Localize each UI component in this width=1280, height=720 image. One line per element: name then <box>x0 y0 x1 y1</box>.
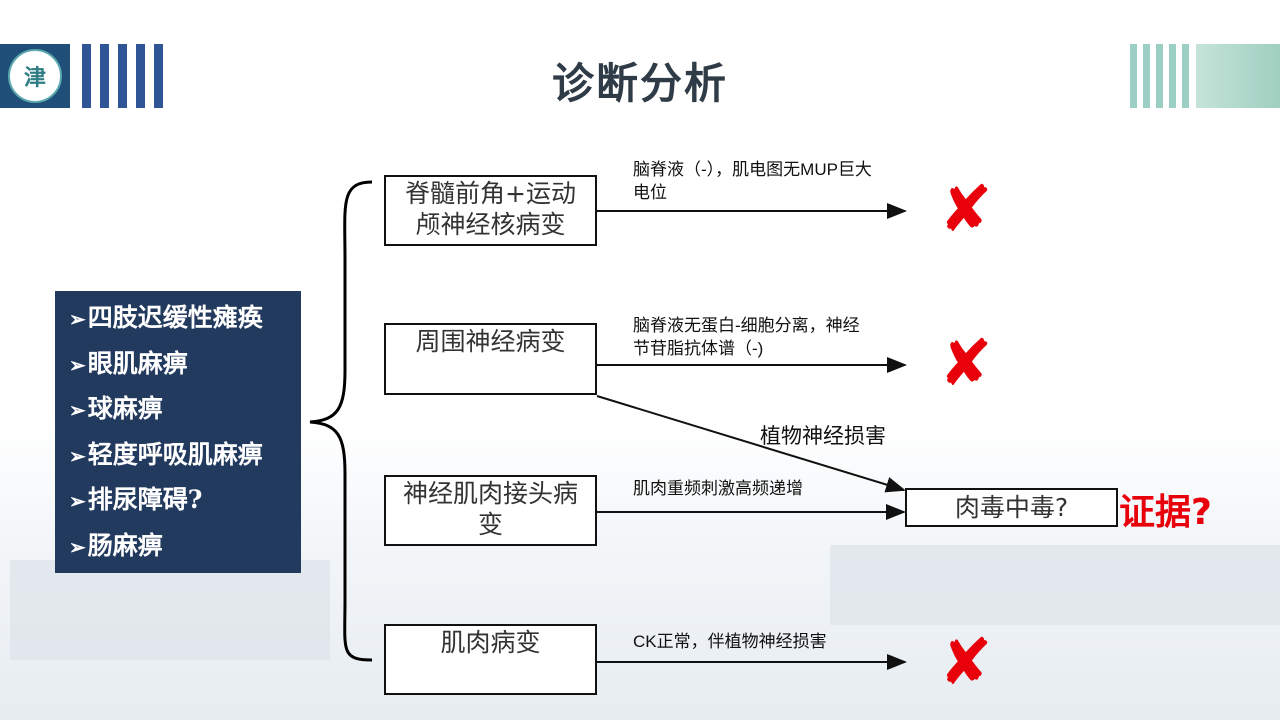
symptom-item: ➢排尿障碍? <box>69 485 203 514</box>
symptom-item: ➢四肢迟缓性瘫痪 <box>69 303 263 332</box>
header-stripe <box>82 44 91 108</box>
hospital-logo: 津 <box>0 44 70 108</box>
finding-note: 脑脊液（-），肌电图无MUP巨大电位 <box>633 160 872 202</box>
excluded-cross-icon: ✘ <box>939 327 993 401</box>
branch-label: 植物神经损害 <box>760 424 886 448</box>
bullet-arrow-icon: ➢ <box>69 534 86 559</box>
curly-brace <box>309 180 373 662</box>
category-box-peripheral: 周围神经病变 <box>384 323 597 395</box>
evidence-question: 证据? <box>1119 492 1212 533</box>
header-stripe <box>136 44 145 108</box>
header-stripe <box>100 44 109 108</box>
background-building <box>10 560 330 660</box>
bullet-arrow-icon: ➢ <box>69 489 86 513</box>
header-teal-block <box>1196 44 1280 108</box>
symptom-item: ➢肠麻痹 <box>69 530 163 560</box>
bullet-arrow-icon: ➢ <box>69 307 86 331</box>
conclusion-box: 肉毒中毒? <box>905 488 1118 527</box>
header-stripe <box>118 44 127 108</box>
finding-note: CK正常，伴植物神经损害 <box>633 632 827 651</box>
category-box-spinal: 脊髓前角+运动颅神经核病变 <box>384 175 597 246</box>
bullet-arrow-icon: ➢ <box>69 443 86 468</box>
symptom-item: ➢球麻痹 <box>69 394 163 423</box>
header-stripe <box>1182 44 1189 108</box>
logo-emblem-icon: 津 <box>8 49 62 103</box>
page-title: 诊断分析 <box>551 59 728 108</box>
category-box-nmj: 神经肌肉接头病变 <box>384 475 597 546</box>
bullet-arrow-icon: ➢ <box>69 352 86 377</box>
header-stripe <box>1156 44 1163 108</box>
symptom-list: ➢四肢迟缓性瘫痪 ➢眼肌麻痹 ➢球麻痹 ➢轻度呼吸肌麻痹 ➢排尿障碍? ➢肠麻痹 <box>55 291 301 573</box>
finding-note: 肌肉重频刺激高频递增 <box>633 479 803 498</box>
bullet-arrow-icon: ➢ <box>69 398 86 422</box>
category-box-muscle: 肌肉病变 <box>384 624 597 695</box>
symptom-item: ➢轻度呼吸肌麻痹 <box>69 439 263 469</box>
header-stripe <box>1130 44 1137 108</box>
header-stripe <box>154 44 163 108</box>
excluded-cross-icon: ✘ <box>939 626 993 700</box>
excluded-cross-icon: ✘ <box>939 173 993 247</box>
finding-note: 脑脊液无蛋白-细胞分离，神经节苷脂抗体谱（-) <box>633 316 860 358</box>
arrow-line <box>596 395 906 493</box>
symptom-item: ➢眼肌麻痹 <box>69 348 188 378</box>
background-building <box>830 545 1280 625</box>
header-stripe <box>1169 44 1176 108</box>
header-stripe <box>1143 44 1150 108</box>
